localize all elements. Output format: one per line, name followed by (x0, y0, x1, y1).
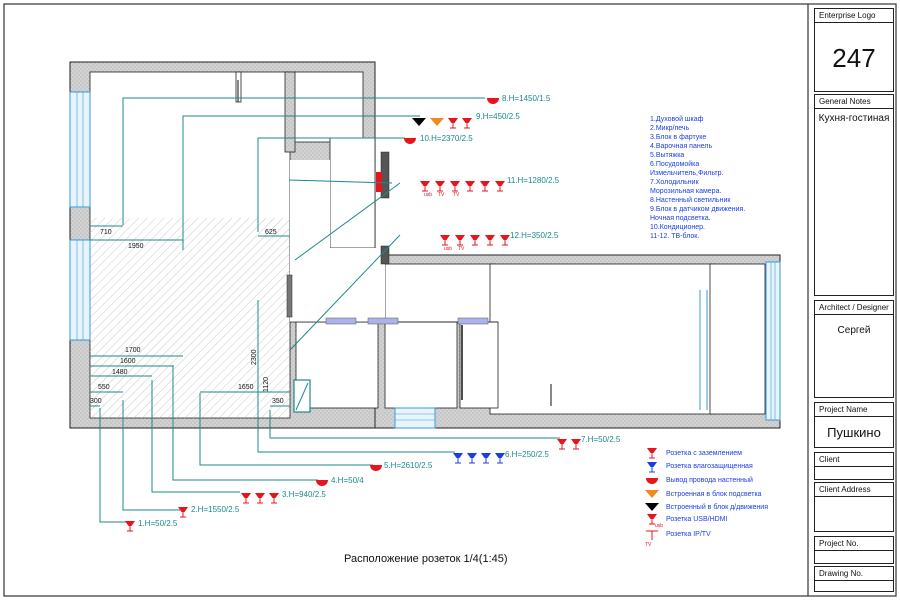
night-light-icon (430, 118, 444, 126)
legend-text-5: Встроенный в блок д/движения (666, 503, 768, 511)
project-no-cell: Project No. (814, 536, 894, 564)
dim-1600: 1600 (120, 358, 136, 365)
legend-backlight-icon (645, 490, 659, 498)
legend-waterproof-socket-icon (646, 461, 658, 473)
project-name-cell: Project Name Пушкино (814, 402, 894, 448)
svg-text:4.Варочная панель: 4.Варочная панель (650, 143, 712, 150)
legend: usb TV Розетка с заземлением Розетка вла… (645, 447, 768, 548)
legend-tv-icon (646, 530, 658, 540)
project-name-header: Project Name (815, 403, 893, 417)
dim-1120: 1120 (263, 377, 270, 392)
svg-text:9.Блок в датчиком движения.: 9.Блок в датчиком движения. (650, 206, 745, 213)
motion-sensor-icon (412, 118, 426, 126)
floor-plan (69, 61, 781, 429)
dim-550: 550 (98, 384, 110, 391)
svg-text:Ночная подсветка.: Ночная подсветка. (650, 215, 711, 222)
legend-text-2: Розетка влагозащищенная (666, 463, 753, 470)
socket-labels: 1.H=50/2.5 2.H=1550/2.5 3.H=940/2.5 4.H=… (138, 94, 621, 528)
notes-header: General Notes (815, 95, 893, 109)
svg-text:10.Кондиционер.: 10.Кондиционер. (650, 224, 705, 231)
designer-value: Сергей (837, 325, 871, 336)
notes-value: Кухня-гостиная (818, 113, 890, 124)
svg-text:11-12. ТВ-блок.: 11-12. ТВ-блок. (650, 232, 699, 240)
dim-1700: 1700 (125, 347, 141, 354)
svg-text:Измельчитель,Фильтр.: Измельчитель,Фильтр. (650, 170, 724, 177)
legend-text-6: Розетка USB/HDMI (666, 516, 728, 523)
socket-8-label: 8.H=1450/1.5 (502, 94, 551, 103)
svg-text:Морозильная камера.: Морозильная камера. (650, 188, 721, 195)
svg-text:1.Духовой шкаф: 1.Духовой шкаф (650, 115, 704, 123)
logo-header: Enterprise Logo (815, 9, 893, 23)
socket-4-label: 4.H=50/4 (331, 476, 364, 485)
svg-text:3.Блок в фартуке: 3.Блок в фартуке (650, 134, 706, 141)
socket-12-label: 12.H=350/2.5 (510, 231, 559, 240)
logo-value: 247 (832, 43, 876, 73)
drawing-no-cell: Drawing No. (814, 566, 894, 592)
notes-cell: General Notes Кухня-гостиная (814, 94, 894, 296)
svg-text:usb: usb (424, 192, 432, 198)
legend-wall-wire-icon (646, 478, 658, 484)
dim-1650: 1650 (238, 384, 254, 391)
logo-cell: Enterprise Logo 247 (814, 8, 894, 92)
svg-text:8.Настенный светильник: 8.Настенный светильник (650, 196, 731, 204)
project-no-header: Project No. (815, 537, 893, 551)
legend-text-7: Розетка IP/TV (666, 531, 711, 538)
socket-1-label: 1.H=50/2.5 (138, 519, 178, 528)
socket-5-label: 5.H=2610/2.5 (384, 461, 433, 470)
drawing-no-header: Drawing No. (815, 567, 893, 581)
svg-text:TV: TV (438, 192, 445, 198)
legend-text-3: Вывод провода настенный (666, 476, 753, 484)
dim-1950: 1950 (128, 243, 144, 250)
svg-text:5.Вытяжка: 5.Вытяжка (650, 152, 684, 159)
dim-300: 300 (90, 398, 102, 405)
appliance-list: 1.Духовой шкаф 2.Микр/печь 3.Блок в фарт… (650, 115, 745, 240)
svg-text:2.Микр/печь: 2.Микр/печь (650, 125, 690, 132)
designer-header: Architect / Designer (815, 301, 893, 315)
leader-lines (90, 97, 560, 523)
svg-text:usb: usb (444, 246, 452, 252)
client-cell: Client (814, 452, 894, 480)
client-address-header: Client Address (815, 483, 893, 497)
svg-text:TV: TV (458, 246, 465, 252)
socket-9-label: 9.H=450/2.5 (476, 112, 520, 121)
socket-10-icon (404, 138, 416, 144)
client-header: Client (815, 453, 893, 467)
socket-symbols (124, 98, 582, 532)
legend-text-4: Встроенная в блок подсветка (666, 490, 762, 498)
socket-7-label: 7.H=50/2.5 (581, 435, 621, 444)
dim-350: 350 (272, 398, 284, 405)
legend-text-1: Розетка с заземлением (666, 450, 742, 457)
dimension-labels: 710 1950 625 1700 1600 1480 550 300 1650… (90, 229, 284, 405)
sheet-border (3, 3, 897, 597)
svg-text:6.Посудомойка: 6.Посудомойка (650, 160, 699, 168)
socket-6-label: 6.H=250/2.5 (505, 450, 549, 459)
socket-8-icon (487, 98, 499, 104)
client-address-cell: Client Address (814, 482, 894, 532)
living-area-hatch (90, 218, 290, 418)
svg-text:TV: TV (453, 192, 460, 198)
dim-2300: 2300 (251, 349, 258, 365)
socket-10-label: 10.H=2370/2.5 (420, 134, 473, 143)
drawing-caption: Расположение розеток 1/4(1:45) (344, 553, 508, 565)
project-name-value: Пушкино (827, 425, 881, 440)
designer-cell: Architect / Designer Сергей (814, 300, 894, 398)
dim-1480: 1480 (112, 369, 128, 376)
dim-710: 710 (100, 229, 112, 236)
svg-text:7.Холодильник: 7.Холодильник (650, 179, 700, 186)
socket-3-label: 3.H=940/2.5 (282, 490, 326, 499)
svg-text:TV: TV (645, 542, 652, 548)
socket-2-label: 2.H=1550/2.5 (191, 505, 240, 514)
svg-text:usb: usb (655, 523, 663, 529)
socket-11-label: 11.H=1280/2.5 (507, 176, 560, 185)
dim-625: 625 (265, 229, 277, 236)
legend-motion-sensor-icon (645, 503, 659, 511)
legend-grounded-socket-icon (646, 447, 658, 459)
